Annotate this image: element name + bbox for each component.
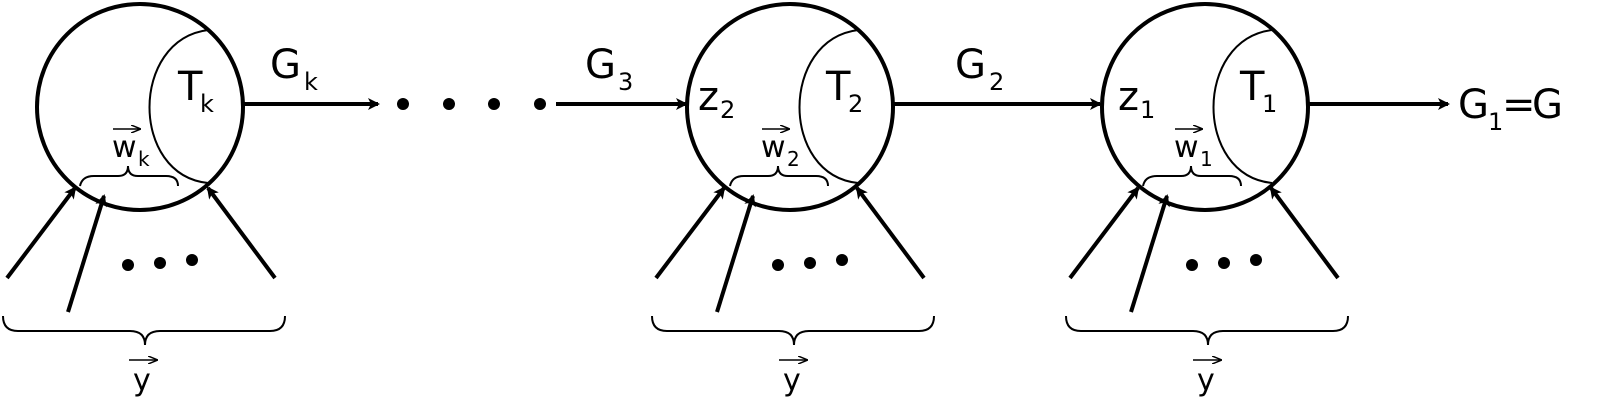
node-1-w-brace bbox=[1142, 165, 1242, 187]
node-k-dot bbox=[154, 257, 166, 269]
node-k-circle bbox=[35, 2, 245, 212]
node-k-input-arrow-3 bbox=[206, 186, 277, 280]
node-1-T-sub: 1 bbox=[1262, 90, 1277, 118]
node-k-T-region bbox=[148, 29, 209, 184]
node-1-input-arrow-1 bbox=[1068, 186, 1140, 280]
output-G1-label: G bbox=[1458, 82, 1489, 128]
node-k: T k w k y bbox=[2, 2, 286, 398]
node-k-input-arrow-2 bbox=[66, 194, 107, 313]
node-2-w-brace bbox=[729, 165, 829, 187]
node-1-y-label: y bbox=[1197, 363, 1215, 398]
node-1-dot bbox=[1218, 257, 1230, 269]
node-1-input-arrow-2 bbox=[1129, 194, 1170, 313]
node-2-dot bbox=[772, 259, 784, 271]
node-2-y-brace bbox=[651, 315, 935, 346]
node-2-dot bbox=[836, 254, 848, 266]
node-k-w-brace bbox=[79, 165, 179, 187]
node-2-input-arrow-3 bbox=[855, 186, 926, 280]
node-1-w-label: w bbox=[1174, 130, 1199, 165]
node-2: z 2 T 2 w 2 y bbox=[651, 2, 935, 398]
node-2-T-label: T bbox=[825, 64, 851, 110]
edge-Gk-label: G bbox=[270, 42, 301, 88]
node-1-dot bbox=[1250, 254, 1262, 266]
node-1-circle bbox=[1100, 2, 1310, 212]
node-k-T-sub: k bbox=[200, 90, 214, 118]
edge-G3-label: G bbox=[585, 42, 616, 88]
node-2-dot bbox=[804, 257, 816, 269]
node-2-input-arrow-2 bbox=[715, 194, 756, 313]
node-2-input-arrow-1 bbox=[654, 186, 726, 280]
node-1-input-arrow-3 bbox=[1269, 186, 1340, 280]
edge-Gk-sub: k bbox=[304, 68, 318, 96]
node-2-T-sub: 2 bbox=[848, 90, 863, 118]
ellipsis-dot bbox=[397, 98, 409, 110]
node-1-z-label: z bbox=[1118, 74, 1139, 120]
output-G1-sub: 1 bbox=[1488, 108, 1503, 136]
output-G-label: G bbox=[1532, 82, 1563, 128]
node-2-T-region bbox=[798, 29, 859, 184]
edge-G3-sub: 3 bbox=[618, 68, 633, 96]
node-1: z 1 T 1 w 1 y bbox=[1065, 2, 1349, 398]
edge-G2-label: G bbox=[955, 42, 986, 88]
node-k-y-brace bbox=[2, 315, 286, 346]
node-1-y-brace bbox=[1065, 315, 1349, 346]
ellipsis-dot bbox=[443, 98, 455, 110]
node-2-z-label: z bbox=[698, 74, 719, 120]
node-1-w-sub: 1 bbox=[1200, 147, 1213, 171]
node-2-w-label: w bbox=[761, 130, 786, 165]
output-equals: = bbox=[1502, 82, 1536, 128]
node-k-dot bbox=[122, 259, 134, 271]
node-1-T-label: T bbox=[1239, 64, 1265, 110]
edge-ellipsis bbox=[397, 98, 546, 110]
node-2-z-sub: 2 bbox=[720, 96, 735, 124]
node-1-T-region bbox=[1212, 29, 1273, 184]
ellipsis-dot bbox=[534, 98, 546, 110]
node-2-w-sub: 2 bbox=[787, 147, 800, 171]
node-1-dot bbox=[1186, 259, 1198, 271]
node-k-T-label: T bbox=[177, 64, 203, 110]
node-k-input-arrow-1 bbox=[5, 186, 77, 280]
node-1-z-sub: 1 bbox=[1140, 96, 1155, 124]
edge-G2-sub: 2 bbox=[989, 68, 1004, 96]
node-2-circle bbox=[685, 2, 895, 212]
node-k-y-label: y bbox=[133, 363, 151, 398]
node-k-w-label: w bbox=[112, 130, 137, 165]
node-k-dot bbox=[186, 254, 198, 266]
node-k-w-sub: k bbox=[138, 147, 150, 171]
node-2-y-label: y bbox=[783, 363, 801, 398]
ellipsis-dot bbox=[488, 98, 500, 110]
